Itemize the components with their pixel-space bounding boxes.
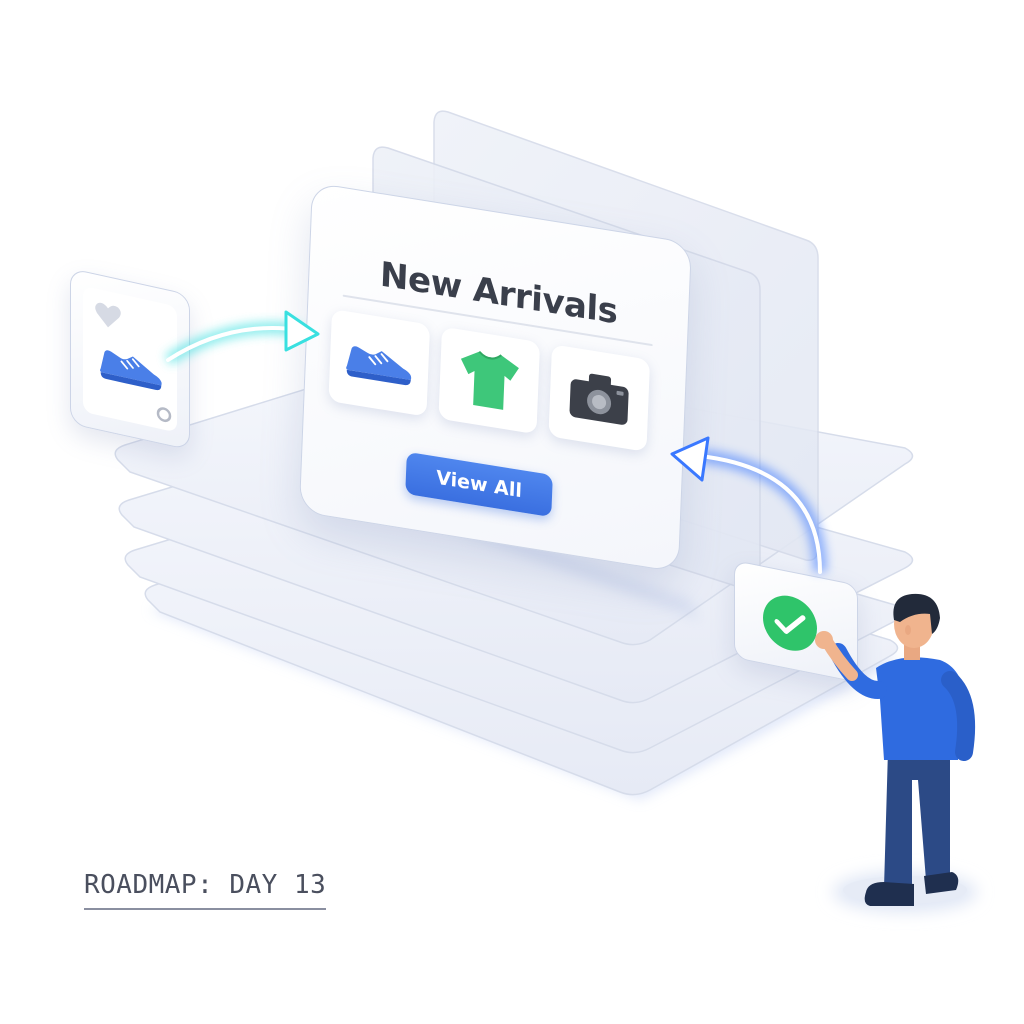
camera-icon bbox=[569, 373, 629, 425]
heart-icon bbox=[95, 302, 121, 328]
check-circle-icon bbox=[763, 595, 817, 651]
product-tile-camera[interactable] bbox=[548, 344, 651, 452]
product-tile-sneaker[interactable] bbox=[328, 309, 431, 417]
new-arrivals-panel: New Arrivals View All bbox=[298, 182, 692, 573]
product-tile-tshirt[interactable] bbox=[438, 326, 541, 435]
radio-icon bbox=[156, 407, 172, 423]
roadmap-caption: ROADMAP: DAY 13 bbox=[84, 870, 327, 910]
person-figure bbox=[815, 593, 977, 912]
flow-arrow-right bbox=[670, 436, 827, 574]
confirmation-card[interactable] bbox=[734, 560, 858, 683]
tshirt-icon bbox=[460, 351, 519, 410]
sneaker-icon bbox=[100, 350, 162, 391]
flow-arrow-left bbox=[164, 310, 320, 366]
source-product-card bbox=[70, 268, 190, 451]
sneaker-icon bbox=[346, 346, 412, 386]
